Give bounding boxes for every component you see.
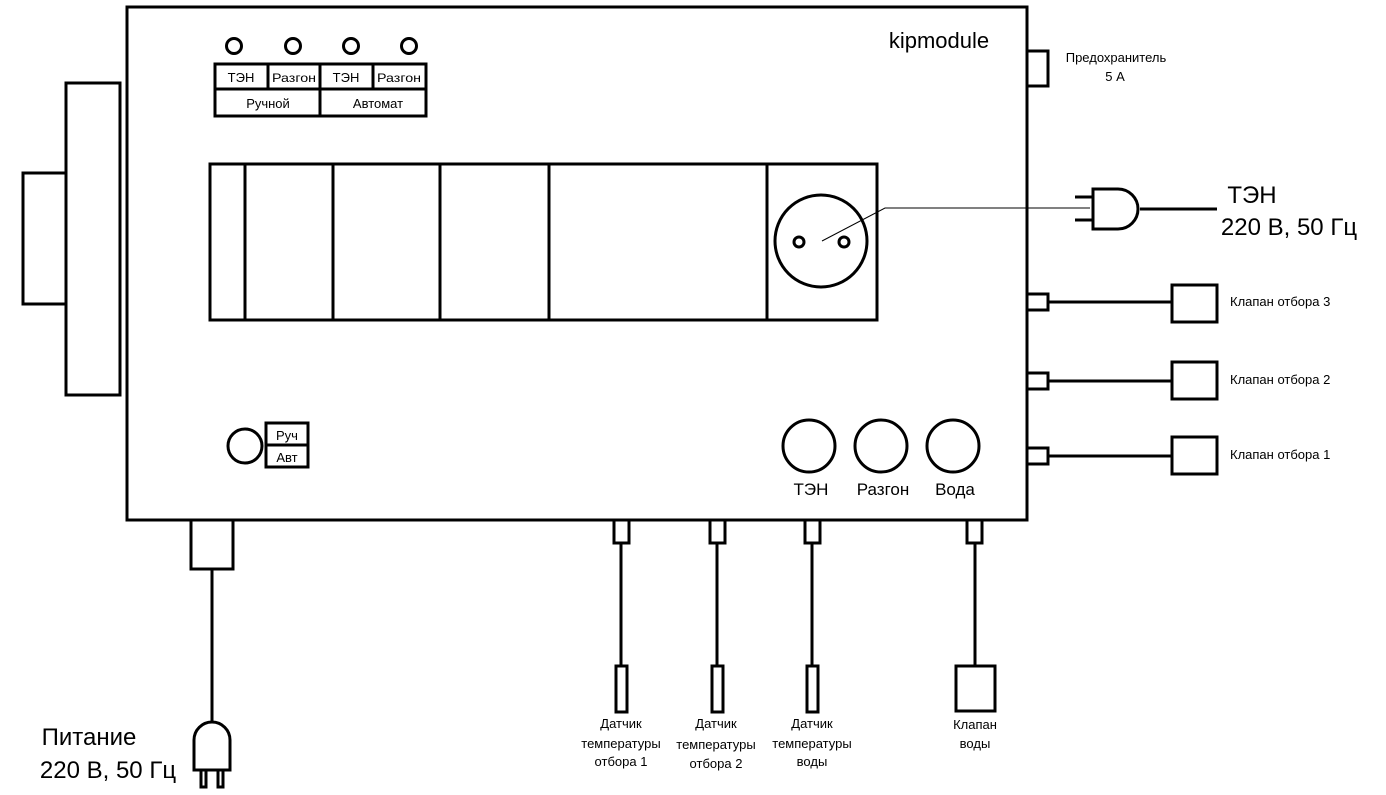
valve-connector [1025, 371, 1050, 391]
mounting-bracket [21, 81, 122, 397]
table-cell-manual-boost: Разгон [272, 71, 316, 85]
led-indicator-manual-boost [284, 37, 302, 55]
table-cell-manual-heater: ТЭН [228, 70, 255, 85]
power-input [189, 518, 235, 789]
valve-box [1170, 283, 1219, 324]
sensor-connector [708, 518, 727, 545]
plug-pin [216, 768, 225, 789]
power-label-title: Питание [42, 724, 137, 751]
water-button[interactable] [925, 418, 981, 474]
valve-box [1170, 435, 1219, 476]
indicator-leds [225, 37, 418, 55]
sensor-1-label-line3: отбора 1 [595, 754, 648, 769]
water-valve [954, 518, 997, 713]
mode-option-auto: Авт [276, 450, 297, 465]
sensor-connector [803, 518, 822, 545]
table-cell-auto-boost: Разгон [377, 71, 421, 85]
valve-label-3: Клапан отбора 3 [1230, 294, 1330, 309]
sensor-probe [710, 664, 725, 714]
power-plug-body [192, 720, 232, 772]
sensor-probe [614, 664, 629, 714]
heater-button[interactable] [781, 418, 837, 474]
heater-plug-label-rating: 220 В, 50 Гц [1221, 214, 1357, 241]
valve-box [1170, 360, 1219, 401]
bracket-plate [64, 81, 122, 397]
boost-button[interactable] [853, 418, 909, 474]
led-indicator-auto-heater [342, 37, 360, 55]
power-label-rating: 220 В, 50 Гц [40, 757, 176, 784]
mode-switch[interactable]: Руч Авт [226, 421, 310, 469]
sensor-3-label-line3: воды [797, 754, 828, 769]
sensor-2 [708, 518, 727, 714]
valve-connector [1025, 292, 1050, 312]
socket-outline [773, 193, 869, 289]
mode-switch-knob[interactable] [226, 427, 264, 465]
sensor-3 [803, 518, 822, 714]
water-valve-label-line1: Клапан [953, 717, 997, 732]
socket-pin-hole [792, 235, 806, 249]
water-valve-label-line2: воды [960, 736, 991, 751]
sensor-3-label-line2: температуры [772, 736, 851, 751]
valve-output-1 [1025, 435, 1219, 476]
fuse-label-rating: 5 А [1105, 69, 1125, 84]
power-cable-gland [189, 518, 235, 571]
fuse-label-title: Предохранитель [1066, 50, 1167, 65]
valve-box [954, 664, 997, 713]
valve-connector [965, 518, 984, 545]
valve-output-2 [1025, 360, 1219, 401]
valve-label-1: Клапан отбора 1 [1230, 447, 1330, 462]
sensor-1-label-line1: Датчик [600, 716, 642, 731]
table-cell-auto: Автомат [353, 96, 403, 111]
sensor-probe [805, 664, 820, 714]
indicator-table: ТЭН Разгон ТЭН Разгон Ручной Автомат [213, 62, 428, 118]
sensor-1-label-line2: температуры [581, 736, 660, 751]
power-socket [773, 193, 869, 289]
sensor-2-label-line3: отбора 2 [690, 756, 743, 771]
table-cell-auto-heater: ТЭН [333, 70, 360, 85]
plug-pin [199, 768, 208, 789]
valve-output-3 [1025, 283, 1219, 324]
brand-label: kipmodule [889, 28, 989, 53]
led-indicator-manual-heater [225, 37, 243, 55]
heater-button-label: ТЭН [794, 480, 829, 499]
socket-pin-hole [837, 235, 851, 249]
sensor-1 [612, 518, 631, 714]
valve-connector [1025, 446, 1050, 466]
controller-enclosure [125, 5, 1029, 522]
sensor-3-label-line1: Датчик [791, 716, 833, 731]
boost-button-label: Разгон [857, 480, 910, 499]
water-button-label: Вода [935, 480, 975, 499]
heater-plug [1075, 187, 1217, 231]
bracket-tab [21, 171, 68, 306]
valve-label-2: Клапан отбора 2 [1230, 372, 1330, 387]
heater-plug-label-title: ТЭН [1227, 182, 1276, 209]
plug-body [1091, 187, 1140, 231]
front-buttons: ТЭН Разгон Вода [781, 418, 981, 499]
sensor-2-label-line2: температуры [676, 737, 755, 752]
led-indicator-auto-boost [400, 37, 418, 55]
sensor-connector [612, 518, 631, 545]
sensor-2-label-line1: Датчик [695, 716, 737, 731]
fuse-holder [1025, 49, 1050, 88]
din-module-block [208, 162, 879, 322]
mode-option-manual: Руч [276, 428, 298, 443]
table-cell-manual: Ручной [246, 96, 290, 111]
heater-cable [821, 207, 1090, 242]
